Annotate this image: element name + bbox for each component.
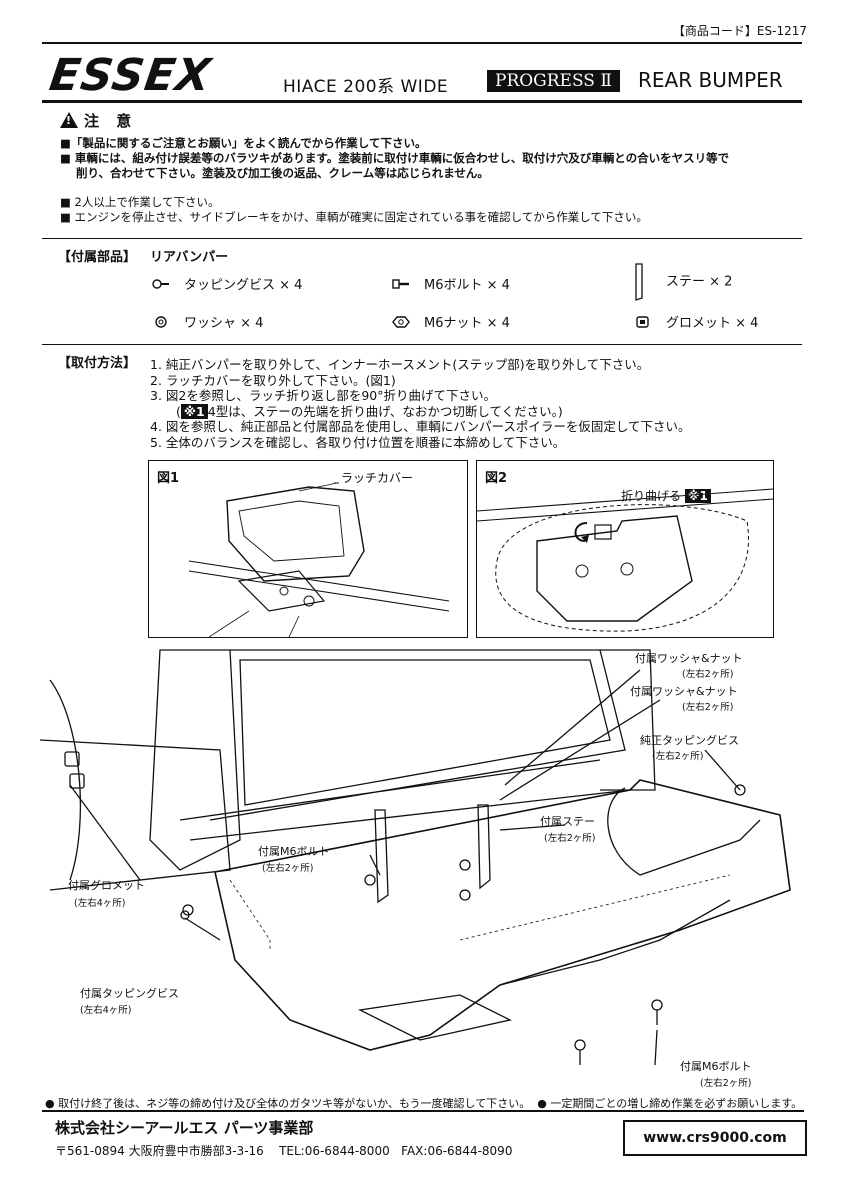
install-label: 【取付方法】 — [58, 356, 137, 371]
callout-washer-nut-1: 付属ワッシャ&ナット — [635, 652, 743, 665]
company-name: 株式会社シーアールエス パーツ事業部 — [55, 1119, 314, 1137]
company-fax: FAX:06-6844-8090 — [401, 1144, 513, 1158]
step-1: 1. 純正バンパーを取り外して、インナーホースメント(ステップ部)を取り外して下… — [150, 357, 650, 372]
figure-2-label: 図2 — [485, 471, 508, 486]
callout-tapping-screw-sub: (左右4ヶ所) — [80, 1005, 132, 1016]
company-url[interactable]: www.crs9000.com — [623, 1120, 807, 1156]
company-box — [42, 1110, 804, 1174]
part-bolt: M6ボルト × 4 — [392, 274, 510, 293]
install-steps: 1. 純正バンパーを取り外して、インナーホースメント(ステップ部)を取り外して下… — [150, 357, 691, 450]
figure-1-callout: ラッチカバー — [341, 471, 414, 485]
part-stay: ステー × 2 — [630, 262, 732, 302]
callout-grommet-sub: (左右4ヶ所) — [74, 898, 126, 909]
parts-main: リアバンパー — [150, 250, 229, 265]
callout-stay: 付属ステー — [540, 815, 595, 828]
step-5: 5. 全体のバランスを確認し、各取り付け位置を順番に本締めして下さい。 — [150, 434, 566, 450]
warning-line-1: ■「製品に関するご注意とお願い」をよく読んでから作業して下さい。 — [60, 136, 427, 150]
latch-bend-drawing — [477, 488, 773, 632]
note-line-1: ■ 2人以上で作業して下さい。 — [60, 195, 220, 209]
parts-rule — [42, 238, 802, 239]
bolt-icon — [392, 279, 409, 289]
figure-1-label: 図1 — [157, 471, 180, 486]
part-grommet: グロメット × 4 — [634, 312, 758, 331]
company-address: 〒561-0894 大阪府豊中市勝部3-3-16 TEL:06-6844-800… — [55, 1144, 513, 1158]
callout-washer-nut-2-sub: (左右2ヶ所) — [682, 702, 734, 713]
footer-notes: ● 取付け終了後は、ネジ等の締め付け及び全体のガタツキ等がないか、もう一度確認し… — [45, 1095, 802, 1111]
step-2: 2. ラッチカバーを取り外して下さい。(図1) — [150, 372, 396, 388]
warning-icon — [60, 112, 78, 128]
grommet-icon — [636, 316, 649, 328]
company-tel: TEL:06-6844-8000 — [279, 1144, 390, 1158]
callout-washer-nut-2: 付属ワッシャ&ナット — [630, 685, 738, 698]
callout-m6-bolt-2: 付属M6ボルト — [680, 1060, 752, 1073]
top-rule — [42, 42, 802, 44]
nut-icon — [392, 316, 410, 328]
stay-icon — [635, 263, 643, 301]
callout-tapping-screw: 付属タッピングビス — [80, 987, 179, 1000]
callout-oem-screw: 純正タッピングビス — [640, 734, 739, 747]
callout-washer-nut-1-sub: (左右2ヶ所) — [682, 669, 734, 680]
latch-cover-drawing — [188, 482, 450, 637]
warning-line-2: ■ 車輌には、組み付け誤差等のバラツキがあります。塗装前に取付け車輌に仮合わせし… — [60, 151, 730, 165]
callout-m6-bolt-1: 付属M6ボルト — [258, 845, 330, 858]
callout-stay-sub: (左右2ヶ所) — [544, 833, 596, 844]
screw-icon — [152, 279, 169, 289]
callout-grommet: 付属グロメット — [68, 879, 145, 892]
footer-note-1: ● 取付け終了後は、ネジ等の締め付け及び全体のガタツキ等がないか、もう一度確認し… — [45, 1097, 531, 1110]
callout-oem-screw-sub: (左右2ヶ所) — [652, 751, 704, 762]
model-name: HIACE 200系 WIDE — [283, 77, 449, 97]
callout-m6-bolt-1-sub: (左右2ヶ所) — [262, 863, 314, 874]
note-line-2: ■ エンジンを停止させ、サイドブレーキをかけ、車輌が確実に固定されている事を確認… — [60, 210, 648, 224]
part-nut: M6ナット × 4 — [392, 312, 510, 331]
series-badge: PROGRESS Ⅱ — [487, 70, 620, 92]
step-4: 4. 図を参照し、純正部品と付属部品を使用し、車輌にバンパースポイラーを仮固定し… — [150, 419, 691, 434]
bumper-exploded-diagram — [40, 649, 791, 1066]
figure-1: 図1 ラッチカバー — [148, 460, 468, 638]
washer-icon — [155, 316, 167, 328]
title-rule — [42, 100, 802, 103]
part-screw: タッピングビス × 4 — [152, 274, 302, 293]
install-rule — [42, 344, 802, 345]
product-code: 【商品コード】ES-1217 — [672, 24, 807, 38]
caution-title: 注 意 — [60, 110, 137, 131]
step-3: 3. 図2を参照し、ラッチ折り返し部を90°折り曲げて下さい。 — [150, 388, 497, 403]
figure-2-callout: 折り曲げる ※1 — [621, 487, 711, 504]
warning-line-3: 削り、合わせて下さい。塗装及び加工後の返品、クレーム等は応じられません。 — [76, 166, 489, 180]
product-name: REAR BUMPER — [638, 68, 783, 92]
figure-2: 図2 折り曲げる ※1 — [476, 460, 774, 638]
footer-note-2: ● 一定期間ごとの増し締め作業を必ずお願いします。 — [537, 1097, 803, 1110]
parts-label: 【付属部品】 — [58, 250, 137, 265]
part-washer: ワッシャ × 4 — [152, 312, 263, 331]
callout-m6-bolt-2-sub: (左右2ヶ所) — [700, 1078, 752, 1089]
brand-logo: ESSEX — [46, 50, 215, 101]
